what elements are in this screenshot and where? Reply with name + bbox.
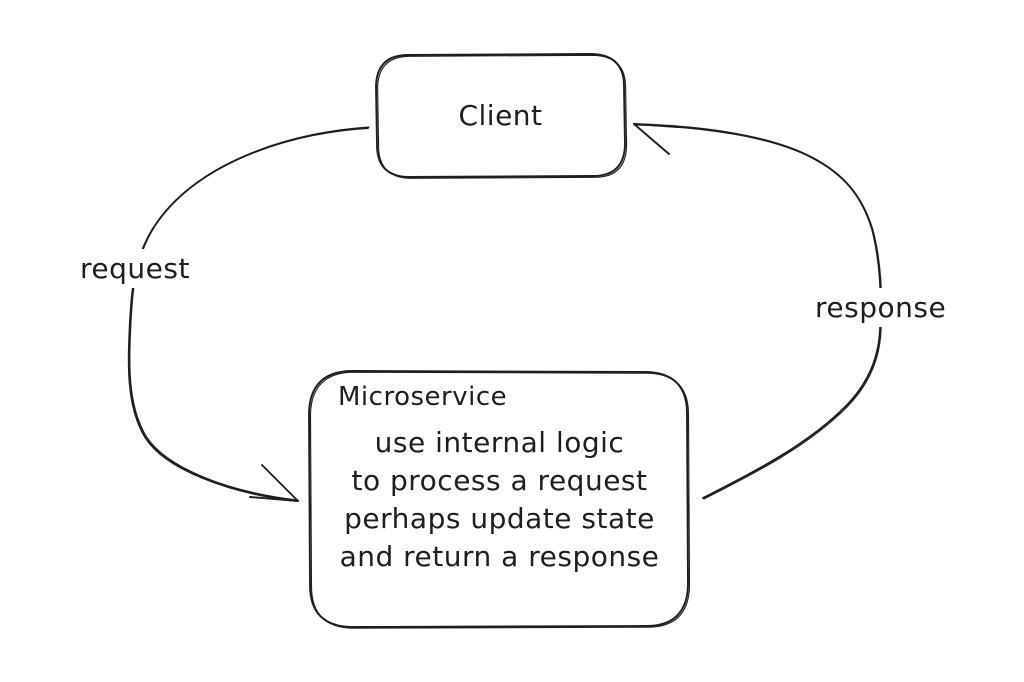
response-arrowhead xyxy=(633,123,679,155)
microservice-description-line: to process a request xyxy=(351,464,648,497)
microservice-node-description: use internal logic to process a request … xyxy=(312,424,687,576)
request-arrow xyxy=(127,126,370,502)
microservice-description-line: perhaps update state xyxy=(344,502,655,535)
client-node-outline xyxy=(375,53,628,179)
response-edge-label: response xyxy=(808,288,954,327)
microservice-description-line: use internal logic xyxy=(374,426,625,459)
request-edge-label: request xyxy=(73,249,197,288)
response-arrow xyxy=(633,123,883,500)
client-node-label: Client xyxy=(458,99,543,132)
request-arrowhead xyxy=(249,464,299,502)
microservice-description-line: and return a response xyxy=(339,540,660,573)
microservice-node-outline xyxy=(308,370,691,629)
microservice-node-title: Microservice xyxy=(338,382,508,412)
